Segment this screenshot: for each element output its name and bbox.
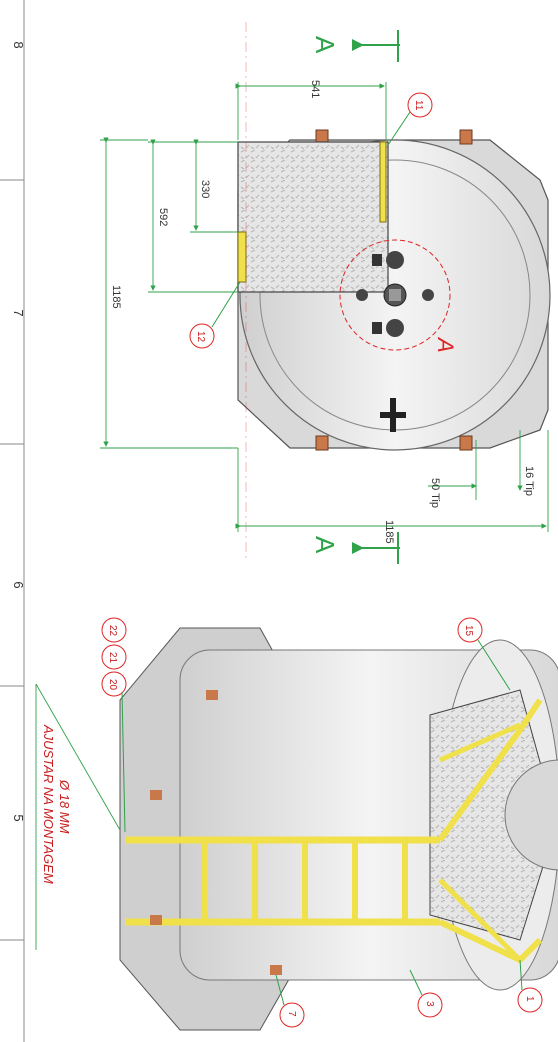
- dimension-592: 592: [157, 208, 169, 226]
- drawing-border: [0, 0, 25, 1042]
- dimension-16-tip: 16 Tip: [523, 466, 535, 496]
- dimension-50-tip: 50 Tip: [429, 478, 441, 508]
- balloon-7: 7: [275, 974, 305, 1028]
- svg-text:21: 21: [107, 652, 118, 664]
- zone-label-8: 8: [11, 41, 26, 48]
- dimension-541: 541: [309, 80, 321, 98]
- dimension-1185-vertical: 1185: [110, 285, 122, 309]
- balloon-3: 3: [409, 969, 443, 1018]
- iso-nozzle-dome: [504, 759, 558, 871]
- nozzle: [386, 251, 404, 269]
- dimension-1185-horizontal: 1185: [383, 520, 395, 544]
- balloon-15: 15: [457, 617, 511, 691]
- support-pad: [459, 129, 473, 145]
- nozzle: [422, 289, 434, 301]
- section-cut-label: A: [433, 336, 458, 353]
- svg-text:3: 3: [424, 1001, 435, 1007]
- dimension-330: 330: [199, 180, 211, 198]
- note-adjust: AJUSTAR NA MONTAGEM: [41, 724, 56, 884]
- handrail-12: [237, 231, 247, 283]
- zone-label-5: 5: [11, 814, 26, 821]
- svg-text:15: 15: [463, 625, 474, 637]
- balloon-1: 1: [517, 959, 543, 1013]
- section-circle: [339, 239, 451, 351]
- balloon-21: 21: [101, 644, 127, 670]
- note-diameter: Ø 18 MM: [57, 779, 72, 834]
- svg-text:11: 11: [413, 100, 424, 111]
- balloon-20: 20: [101, 671, 127, 833]
- balloon-22: 22: [101, 617, 127, 643]
- checker-plate-platform: [237, 141, 389, 293]
- section-marker-bottom: A: [310, 532, 400, 564]
- svg-text:7: 7: [286, 1011, 297, 1017]
- assembly-note: Ø 18 MM AJUSTAR NA MONTAGEM: [35, 683, 121, 950]
- section-marker-top: A: [310, 30, 400, 62]
- isometric-view: [119, 627, 558, 1031]
- support-pad: [459, 435, 473, 451]
- nozzle: [356, 289, 368, 301]
- dimension-lines: [100, 82, 549, 532]
- svg-text:A: A: [310, 536, 340, 554]
- nozzle: [386, 319, 404, 337]
- zone-label-6: 6: [11, 581, 26, 588]
- support-pad: [315, 435, 329, 451]
- balloon-12: 12: [189, 281, 241, 349]
- zone-label-7: 7: [11, 309, 26, 316]
- top-view: [237, 22, 551, 558]
- svg-text:20: 20: [107, 679, 118, 691]
- svg-text:1: 1: [524, 996, 535, 1002]
- handrail-11: [379, 141, 387, 223]
- svg-text:12: 12: [195, 331, 206, 343]
- svg-text:22: 22: [107, 625, 118, 637]
- balloon-11: 11: [387, 92, 433, 146]
- svg-text:A: A: [310, 36, 340, 54]
